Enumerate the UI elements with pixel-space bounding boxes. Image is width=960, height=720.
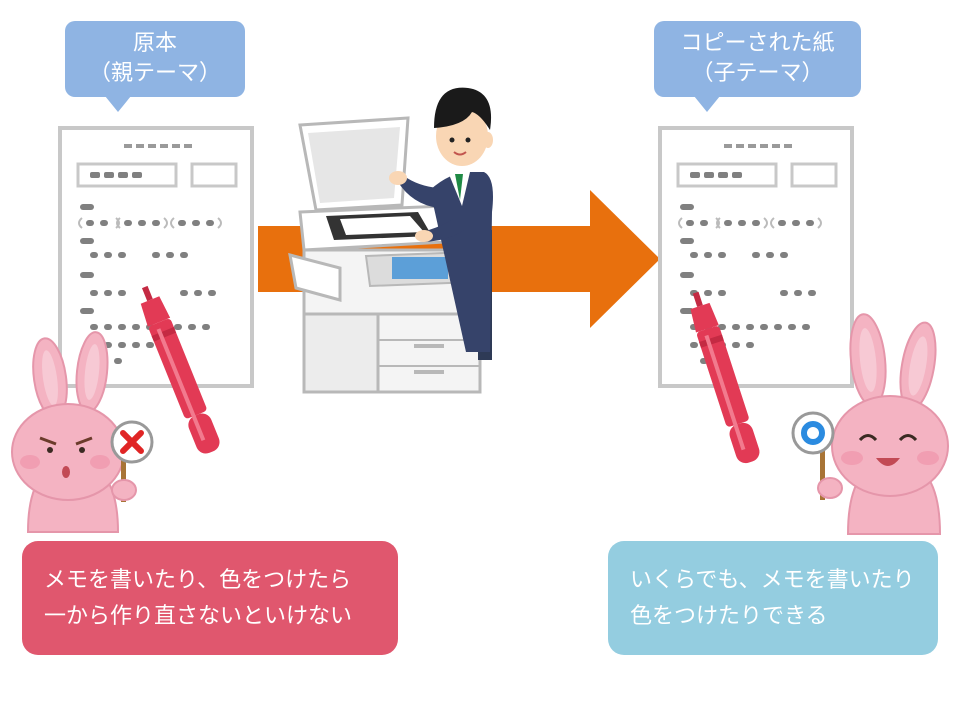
- good-caption-box: いくらでも、メモを書いたり 色をつけたりできる: [608, 541, 938, 655]
- good-caption-line2: 色をつけたりできる: [630, 604, 828, 629]
- bad-caption-line2: 一から作り直さないといけない: [44, 604, 353, 629]
- bad-caption-line1: メモを書いたり、色をつけたら: [44, 568, 352, 593]
- original-label: 原本 （親テーマ）: [65, 21, 245, 112]
- copy-label-line1: コピーされた紙: [680, 31, 835, 56]
- bad-caption-box: メモを書いたり、色をつけたら 一から作り直さないといけない: [22, 541, 398, 655]
- original-label-line1: 原本: [132, 31, 177, 56]
- copy-label: コピーされた紙 （子テーマ）: [654, 21, 861, 112]
- original-label-line2: （親テーマ）: [88, 61, 221, 86]
- copy-label-line2: （子テーマ）: [691, 61, 824, 86]
- good-caption-line1: いくらでも、メモを書いたり: [630, 568, 915, 593]
